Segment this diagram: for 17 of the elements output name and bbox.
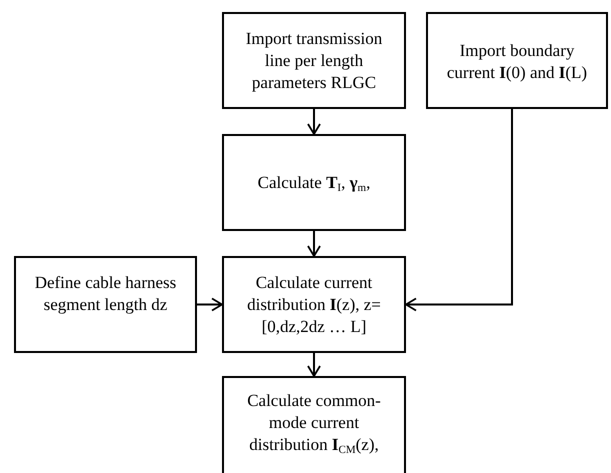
arrow — [307, 109, 321, 135]
box-text: Calculate current distribution I(z), z=[0,dz,2dz … L] — [246, 272, 382, 338]
process-box — [222, 376, 406, 473]
box-text: Import transmission line per length parameters RLGC — [244, 28, 384, 94]
process-box — [222, 12, 406, 109]
arrow — [307, 353, 321, 377]
process-box — [426, 12, 608, 109]
process-box — [14, 256, 197, 353]
process-box — [222, 256, 406, 353]
arrow — [197, 298, 223, 312]
box-text: Define cable harness segment length dz — [34, 272, 178, 316]
arrow — [307, 231, 321, 257]
process-box — [222, 134, 406, 231]
arrow — [405, 109, 513, 312]
box-text: Calculate T$_{I}$, γ$_{m}$, — [258, 172, 370, 194]
box-text: Calculate common-mode current distribution I$_{CM}$(z), — [246, 390, 382, 456]
box-text: Import boundary current I(0) and I(L) — [446, 40, 588, 84]
